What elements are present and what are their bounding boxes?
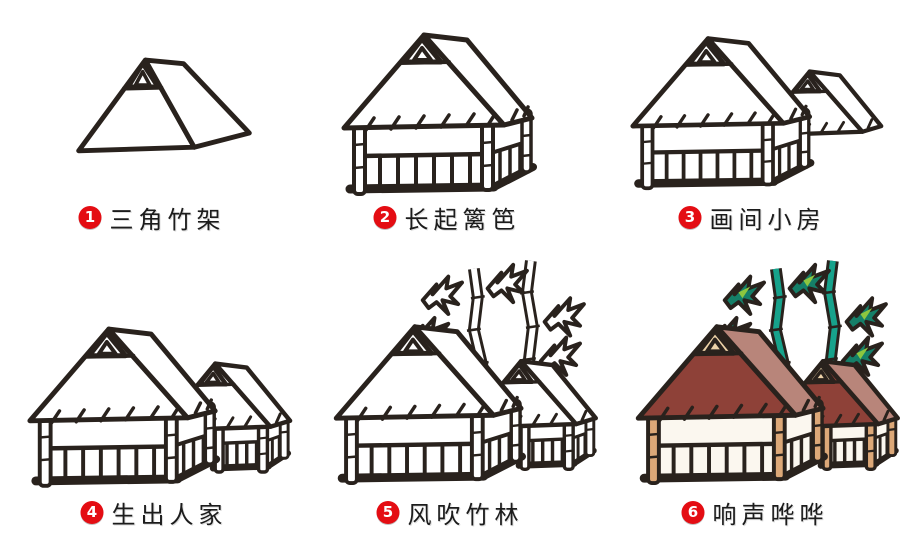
huts-bamboo-drawing bbox=[330, 255, 602, 487]
two-huts-drawing bbox=[24, 322, 296, 490]
step-6-badge: 6 bbox=[681, 501, 705, 524]
step-6-number: 6 bbox=[687, 503, 699, 521]
step-caption-4: 4 生出人家 bbox=[80, 495, 228, 530]
step-caption-1: 1 三角竹架 bbox=[78, 200, 226, 235]
figure-hut-fence bbox=[336, 26, 546, 198]
step-3-badge: 3 bbox=[678, 206, 702, 229]
huts-bamboo-colored-drawing bbox=[632, 255, 900, 487]
step-3-number: 3 bbox=[684, 208, 696, 226]
step-4-label: 生出人家 bbox=[111, 501, 228, 529]
step-3-label: 画间小房 bbox=[709, 206, 826, 234]
roof-frame-drawing bbox=[68, 50, 260, 168]
figure-two-huts bbox=[24, 322, 296, 490]
figure-huts-bamboo-colored bbox=[632, 255, 900, 487]
step-2-label: 长起篱笆 bbox=[404, 206, 521, 234]
step-caption-3: 3 画间小房 bbox=[678, 200, 826, 235]
step-1-number: 1 bbox=[84, 208, 96, 226]
step-5-badge: 5 bbox=[376, 501, 400, 524]
hut-small-roof-drawing bbox=[626, 32, 888, 192]
step-caption-5: 5 风吹竹林 bbox=[376, 495, 524, 530]
figure-roof-frame bbox=[68, 50, 260, 168]
figure-huts-bamboo bbox=[330, 255, 602, 487]
figure-hut-small-roof bbox=[626, 32, 888, 192]
step-5-number: 5 bbox=[382, 503, 394, 521]
step-1-badge: 1 bbox=[78, 206, 102, 229]
hut-fence-drawing bbox=[336, 26, 546, 198]
step-1-label: 三角竹架 bbox=[109, 206, 226, 234]
step-5-label: 风吹竹林 bbox=[407, 501, 524, 529]
step-4-number: 4 bbox=[86, 503, 98, 521]
step-caption-2: 2 长起篱笆 bbox=[373, 200, 521, 235]
step-6-label: 响声哗哗 bbox=[712, 501, 829, 529]
step-4-badge: 4 bbox=[80, 501, 104, 524]
step-caption-6: 6 响声哗哗 bbox=[681, 495, 829, 530]
step-2-badge: 2 bbox=[373, 206, 397, 229]
step-2-number: 2 bbox=[379, 208, 391, 226]
